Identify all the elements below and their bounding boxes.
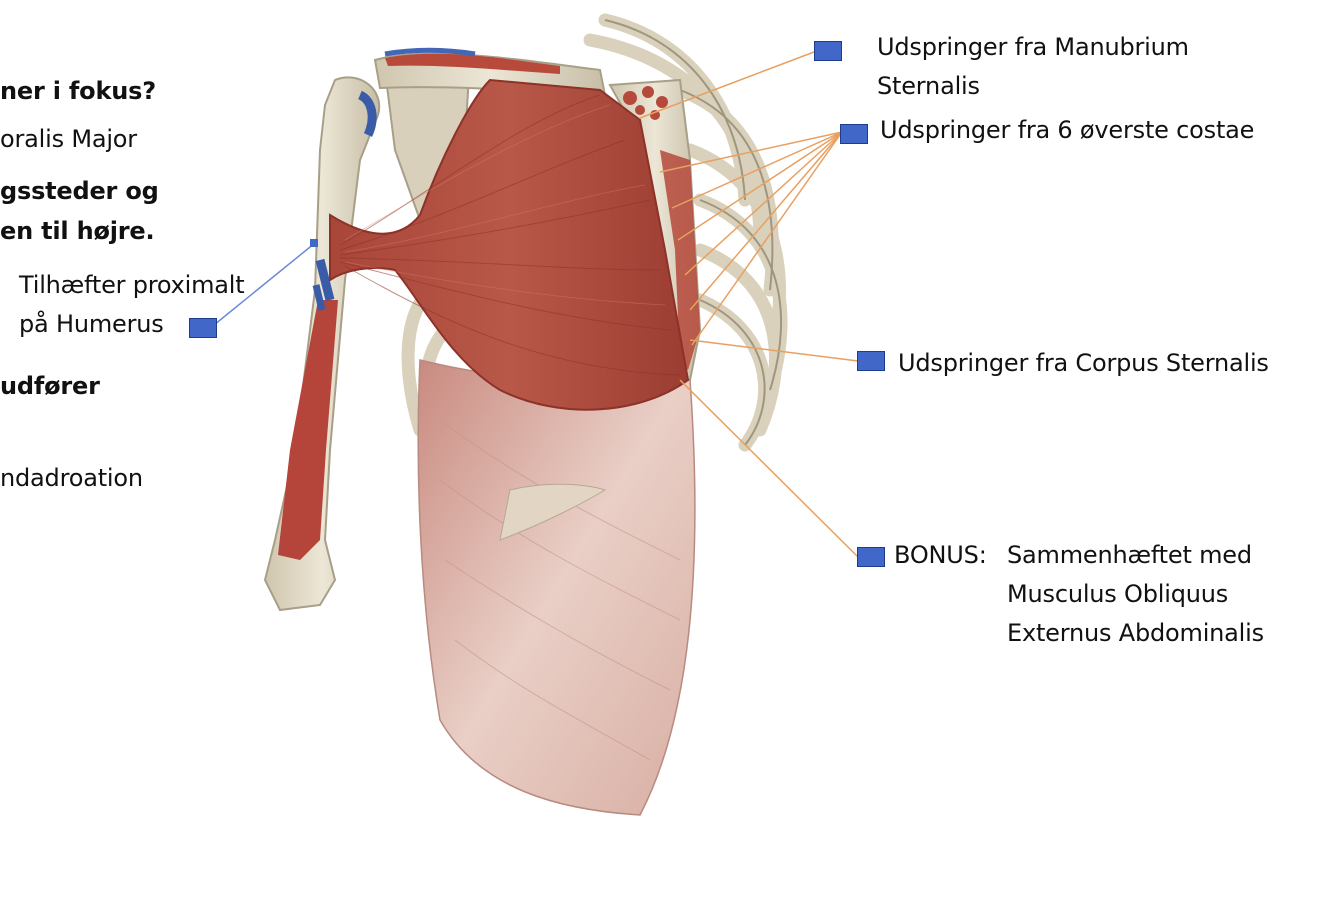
muscle-name-text: oralis Major xyxy=(0,125,137,153)
bonus-tag: BONUS: xyxy=(894,541,987,569)
bonus-answer-marker[interactable] xyxy=(857,547,885,567)
bonus-label-line-3: Externus Abdominalis xyxy=(1007,619,1264,647)
obliquus-externus-muscle xyxy=(417,359,696,816)
bonus-label-line-1: Sammenhæftet med xyxy=(1007,541,1252,569)
humerus-label-line-1: Tilhæfter proximalt xyxy=(19,271,245,299)
manubrium-label-line-1: Udspringer fra Manubrium xyxy=(877,33,1189,61)
humerus-answer-marker[interactable] xyxy=(189,318,217,338)
corpus-answer-marker[interactable] xyxy=(857,351,885,371)
question-text: ner i fokus? xyxy=(0,77,156,105)
instruction-line-2: en til højre. xyxy=(0,217,155,245)
leader-lines xyxy=(639,51,859,558)
function-text: ndadroation xyxy=(0,464,143,492)
manubrium-answer-marker[interactable] xyxy=(814,41,842,61)
leader-line-humerus xyxy=(213,242,316,326)
humerus-label-line-2: på Humerus xyxy=(19,310,164,338)
corpus-label: Udspringer fra Corpus Sternalis xyxy=(898,349,1269,377)
pectoralis-major-muscle xyxy=(329,78,690,411)
bonus-label-line-2: Musculus Obliquus xyxy=(1007,580,1229,608)
manubrium-label-line-2: Sternalis xyxy=(877,72,980,100)
function-heading: udfører xyxy=(0,372,100,400)
instruction-line-1: gssteder og xyxy=(0,177,159,205)
costae-label: Udspringer fra 6 øverste costae xyxy=(880,116,1255,144)
costae-answer-marker[interactable] xyxy=(840,124,868,144)
